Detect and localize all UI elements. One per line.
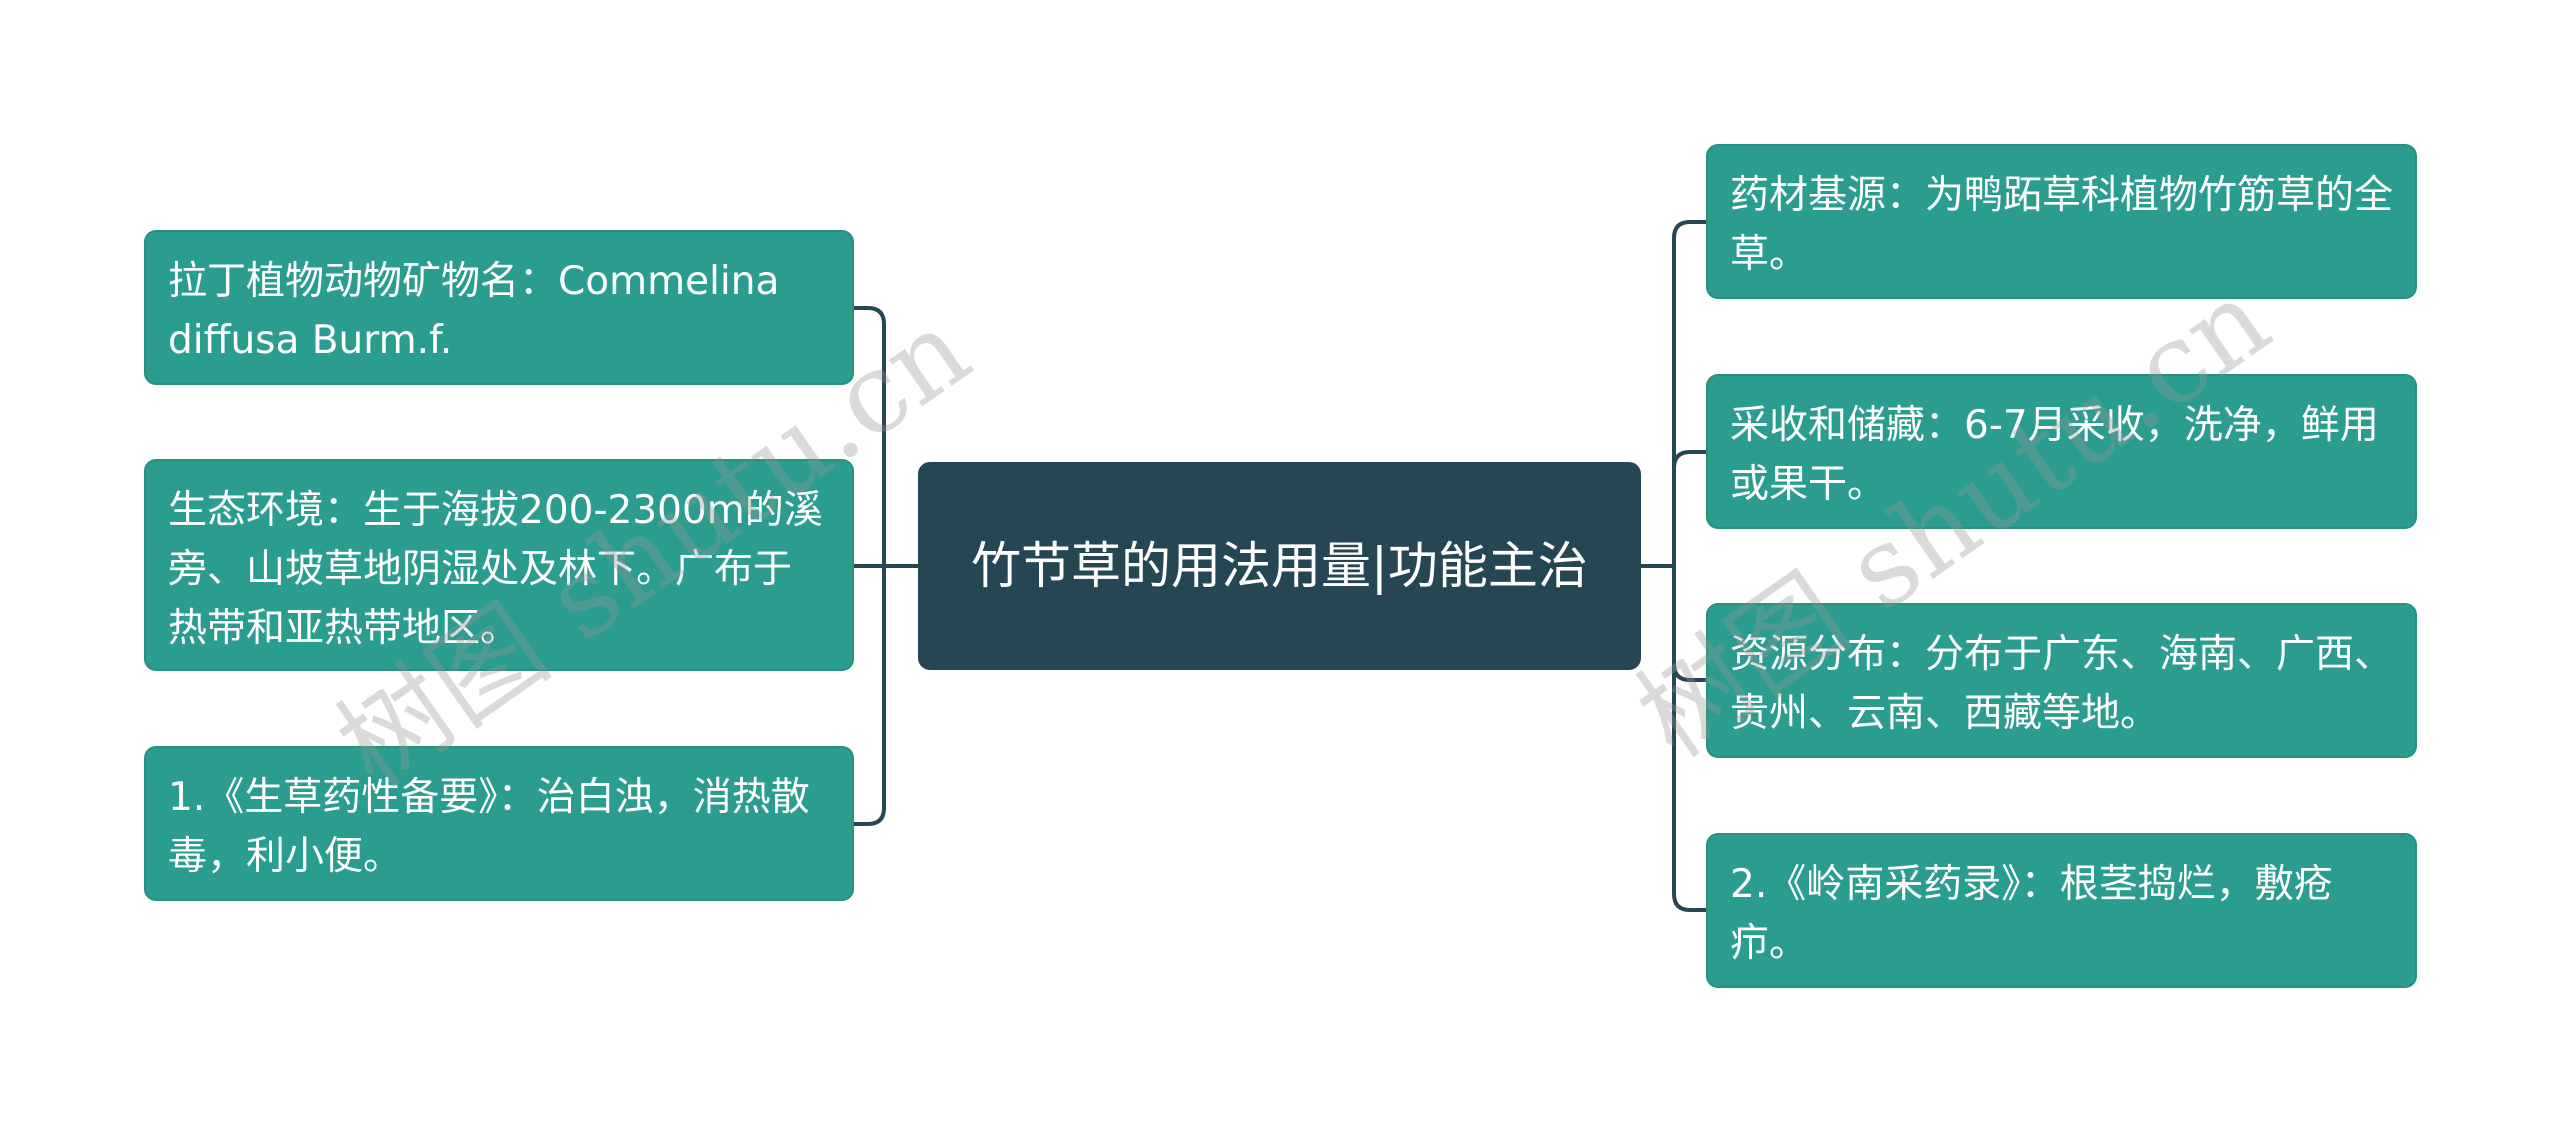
node-text: 生态环境：生于海拔200-2300m的溪旁、山坡草地阴湿处及林下。广布于热带和亚… <box>168 488 823 651</box>
connector-right-2 <box>1672 450 1706 469</box>
node-text: 资源分布：分布于广东、海南、广西、贵州、云南、西藏等地。 <box>1730 632 2394 736</box>
right-node-distribution[interactable]: 资源分布：分布于广东、海南、广西、贵州、云南、西藏等地。 <box>1706 603 2417 758</box>
node-text: 药材基源：为鸭跖草科植物竹筋草的全草。 <box>1730 173 2394 277</box>
right-node-reference-2[interactable]: 2.《岭南采药录》：根茎捣烂，敷疮疖。 <box>1706 833 2417 988</box>
connector-right-spine <box>1672 220 1706 912</box>
left-node-reference-1[interactable]: 1.《生草药性备要》：治白浊，消热散毒，利小便。 <box>144 746 854 901</box>
right-node-source[interactable]: 药材基源：为鸭跖草科植物竹筋草的全草。 <box>1706 144 2417 299</box>
node-text: 采收和储藏：6-7月采收，洗净，鲜用或果干。 <box>1730 403 2379 507</box>
left-node-habitat[interactable]: 生态环境：生于海拔200-2300m的溪旁、山坡草地阴湿处及林下。广布于热带和亚… <box>144 459 854 671</box>
connector-right-3 <box>1672 663 1706 682</box>
left-node-latin-name[interactable]: 拉丁植物动物矿物名：Commelina diffusa Burm.f. <box>144 230 854 385</box>
node-text: 1.《生草药性备要》：治白浊，消热散毒，利小便。 <box>168 775 810 879</box>
central-topic[interactable]: 竹节草的用法用量|功能主治 <box>918 462 1641 670</box>
node-text: 2.《岭南采药录》：根茎捣烂，敷疮疖。 <box>1730 862 2333 966</box>
central-topic-title: 竹节草的用法用量|功能主治 <box>971 537 1588 595</box>
right-node-harvest[interactable]: 采收和储藏：6-7月采收，洗净，鲜用或果干。 <box>1706 374 2417 529</box>
node-text: 拉丁植物动物矿物名：Commelina diffusa Burm.f. <box>168 259 780 363</box>
